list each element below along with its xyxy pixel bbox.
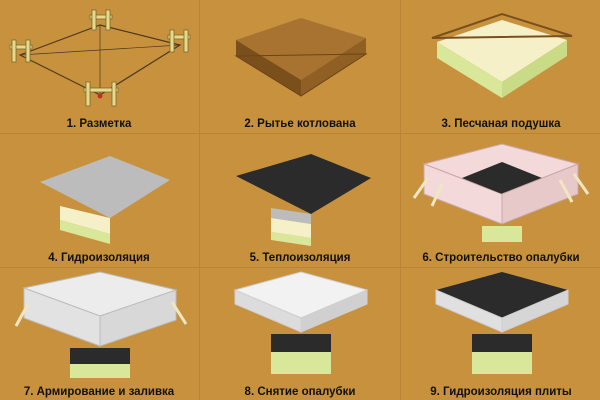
sand-cushion-side-left <box>437 42 502 98</box>
slab-side-right <box>501 289 569 333</box>
step-4-illustration <box>40 156 170 244</box>
step-1-label: 1. Разметка <box>66 118 132 130</box>
sand-cushion-side-right <box>502 40 567 98</box>
step-3-panel: 3. Песчаная подушка <box>402 0 600 132</box>
step-4-panel: 4. Гидроизоляция <box>0 134 198 266</box>
wooden-stakes <box>9 9 191 107</box>
grid-divider <box>0 267 600 268</box>
step-6-label: 6. Строительство опалубки <box>422 252 580 264</box>
formwork-braces <box>14 301 188 327</box>
step-9-panel: 9. Гидроизоляция плиты <box>402 268 600 400</box>
formwork-braces <box>412 173 590 207</box>
insulation-layer <box>472 334 532 352</box>
insulation-layer <box>70 348 130 364</box>
pit-rim <box>431 12 573 39</box>
step-5-panel: 5. Теплоизоляция <box>201 134 399 266</box>
step-6-panel: 6. Строительство опалубки <box>402 134 600 266</box>
pit-edge <box>234 53 368 97</box>
sand-layer-side <box>60 220 110 244</box>
waterproofing-edge <box>271 208 311 224</box>
thermal-insulation-layer <box>236 154 371 214</box>
step-9-illustration <box>435 272 569 374</box>
step-3-label: 3. Песчаная подушка <box>441 118 561 130</box>
slab-waterproofing-top <box>436 272 568 318</box>
formwork-wall-right <box>99 289 177 347</box>
step-8-label: 8. Снятие опалубки <box>244 386 356 398</box>
sand-layer <box>271 218 311 238</box>
step-7-illustration <box>14 271 188 378</box>
step-7-panel: 7. Армирование и заливка <box>0 268 198 400</box>
step-4-label: 4. Гидроизоляция <box>48 252 150 264</box>
step-2-label: 2. Рытье котлована <box>244 118 356 130</box>
waterproofing-layer <box>40 156 170 218</box>
sand-layer-side <box>70 364 130 378</box>
sand-layer-side <box>271 232 311 246</box>
slab-side-right <box>300 289 368 333</box>
step-2-illustration <box>234 18 368 97</box>
insulation-layer <box>271 334 331 352</box>
step-3-illustration <box>431 12 573 98</box>
step-8-panel: 8. Снятие опалубки <box>201 268 399 400</box>
step-1-illustration <box>9 9 191 107</box>
grid-divider <box>400 0 401 400</box>
step-7-label: 7. Армирование и заливка <box>23 386 175 398</box>
step-1-panel: 1. Разметка <box>0 0 198 132</box>
sand-cushion-top <box>437 20 567 82</box>
grid-divider <box>0 133 600 134</box>
step-5-label: 5. Теплоизоляция <box>249 252 351 264</box>
pit-wall-left <box>236 40 301 96</box>
sand-layer-side <box>482 226 522 242</box>
formwork-wall-right <box>501 163 579 225</box>
sand-layer-side <box>271 352 331 374</box>
step-2-panel: 2. Рытье котлована <box>201 0 399 132</box>
step-5-illustration <box>236 154 371 246</box>
grid-divider <box>199 0 200 400</box>
pit-floor <box>236 18 366 80</box>
step-6-illustration <box>412 143 590 242</box>
sand-layer-side <box>472 352 532 374</box>
step-9-label: 9. Гидроизоляция плиты <box>430 386 572 398</box>
step-8-illustration <box>233 271 369 374</box>
marker-point <box>97 93 103 99</box>
sand-layer <box>60 206 110 234</box>
pit-wall-right <box>301 38 366 96</box>
